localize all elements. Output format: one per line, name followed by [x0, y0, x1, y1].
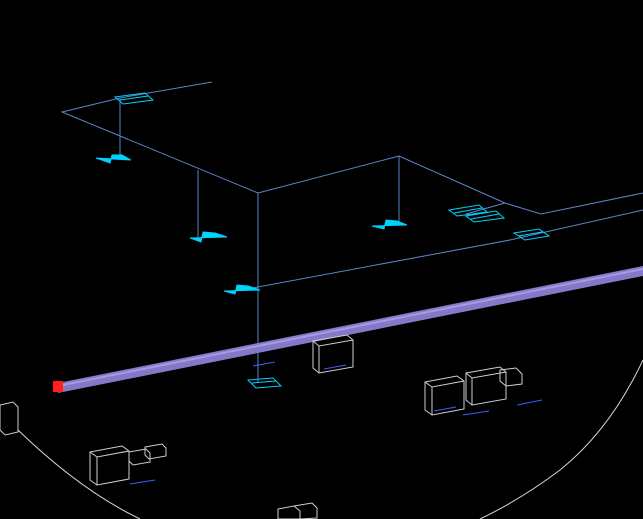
equipment-box-icon[interactable] [312, 334, 354, 374]
main-duct[interactable] [53, 266, 643, 393]
sprinkler-head-icon[interactable] [95, 154, 132, 164]
equipment [0, 334, 523, 519]
pipe-branch-mid[interactable] [465, 202, 506, 215]
duct-register-icon[interactable] [246, 377, 283, 389]
pipe-network[interactable] [60, 81, 643, 383]
sprinkler-head-icon[interactable] [371, 219, 408, 230]
equipment-box-icon[interactable] [0, 401, 19, 436]
sprinkler-head-icon[interactable] [223, 284, 261, 295]
equipment-box-icon[interactable] [89, 443, 167, 486]
equipment-box-icon[interactable] [465, 366, 523, 406]
duct-register-icon[interactable] [113, 92, 155, 105]
duct-register-icon[interactable] [464, 210, 506, 223]
duct-registers [113, 92, 551, 389]
pipe-branch-lower[interactable] [241, 209, 643, 291]
duct-end-cap-icon[interactable] [53, 381, 63, 392]
sprinkler-heads [95, 154, 408, 295]
equipment-tags [129, 361, 543, 485]
duct-register-icon[interactable] [447, 204, 489, 217]
sprinkler-head-icon[interactable] [189, 231, 228, 243]
duct-register-icon[interactable] [512, 228, 551, 241]
equipment-box-icon[interactable] [277, 502, 318, 519]
equipment-box-icon[interactable] [424, 375, 465, 416]
pipe-branch-top[interactable] [60, 81, 643, 215]
boundary-arc [17, 359, 643, 519]
